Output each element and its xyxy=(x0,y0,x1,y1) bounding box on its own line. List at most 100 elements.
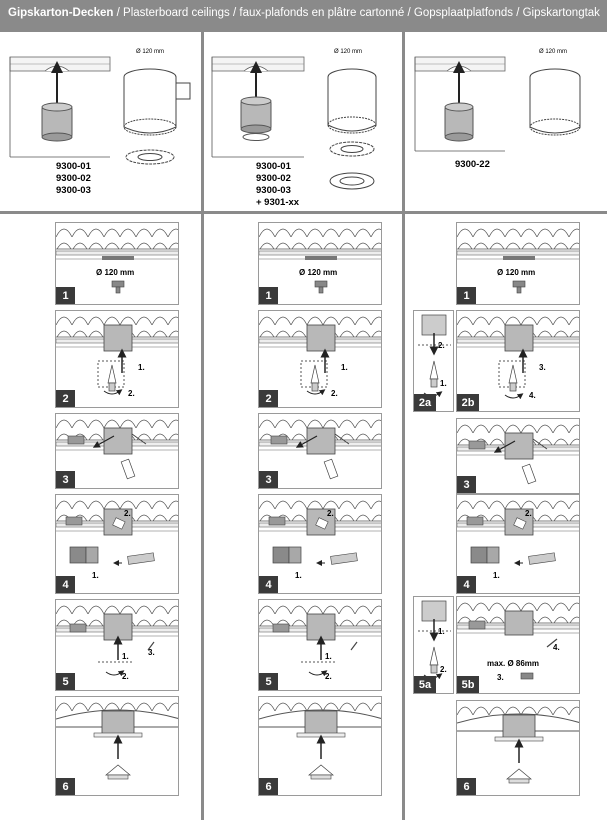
marker-3: 3. xyxy=(148,648,155,657)
step-2a-col3: 2. 1. 2a xyxy=(413,310,454,412)
page-header: Gipskarton-Decken / Plasterboard ceiling… xyxy=(0,0,607,32)
top-cell-2: Ø 120 mm 9300-01 9300-02 9300-03 + 9301-… xyxy=(204,35,402,211)
step-6-col2-drawing xyxy=(259,697,381,795)
product-code: 9300-01 xyxy=(256,161,291,172)
header-title-bold: Gipskarton-Decken xyxy=(8,7,114,19)
product-codes-2: 9300-01 9300-02 9300-03 + 9301-xx xyxy=(256,161,299,209)
step-1-col2: Ø 120 mm 1 xyxy=(258,222,382,305)
step-3-col3: 3 xyxy=(456,418,580,494)
marker-1: 1. xyxy=(122,652,129,661)
divider-v1 xyxy=(201,32,204,820)
step-5b-col3: 4. max. Ø 86mm 3. 5b xyxy=(456,596,580,694)
marker-2: 2. xyxy=(327,509,334,518)
marker-2: 2. xyxy=(325,672,332,681)
step-number-badge: 2 xyxy=(56,390,75,407)
product-code: 9300-03 xyxy=(256,185,291,196)
top-cell-1: Ø 120 mm 9300-01 9300-02 9300-03 xyxy=(0,35,201,211)
product-codes-3: 9300-22 xyxy=(455,159,490,171)
marker-4: 4. xyxy=(529,391,536,400)
step-number-badge: 6 xyxy=(457,778,476,795)
marker-1: 1. xyxy=(438,627,445,636)
product-code: + 9301-xx xyxy=(256,197,300,208)
step-2b-col3-drawing xyxy=(457,311,579,411)
marker-3: 3. xyxy=(539,363,546,372)
step-number-badge: 1 xyxy=(259,287,278,304)
max-diameter-label: max. Ø 86mm xyxy=(487,659,540,668)
step-2-col1-drawing xyxy=(56,311,178,407)
step-number-badge: 1 xyxy=(56,287,75,304)
product-codes-1: 9300-01 9300-02 9300-03 xyxy=(56,161,91,197)
step-2b-col3: 3. 4. 2b xyxy=(456,310,580,412)
marker-2: 2. xyxy=(331,389,338,398)
diameter-label: Ø 120 mm xyxy=(497,268,536,277)
step-6-col1-drawing xyxy=(56,697,178,795)
marker-1: 1. xyxy=(92,571,99,580)
step-number-badge: 5b xyxy=(457,676,479,693)
step-3-col2-drawing xyxy=(259,414,381,488)
step-3-col3-drawing xyxy=(457,419,579,493)
step-5-col2: 1. 2. 5 xyxy=(258,599,382,691)
step-6-col3: 6 xyxy=(456,700,580,796)
step-4-col3-drawing xyxy=(457,495,579,593)
step-6-col3-drawing xyxy=(457,701,579,795)
top-diameter-label-3: Ø 120 mm xyxy=(539,49,568,55)
step-3-col1: 3 xyxy=(55,413,179,489)
divider-h xyxy=(0,211,607,214)
marker-2: 2. xyxy=(124,509,131,518)
top-diameter-label-2: Ø 120 mm xyxy=(334,49,363,55)
product-code: 9300-01 xyxy=(56,161,91,172)
step-number-badge: 2a xyxy=(414,394,436,411)
step-number-badge: 5a xyxy=(414,676,436,693)
product-code: 9300-02 xyxy=(256,173,291,184)
step-number-badge: 3 xyxy=(56,471,75,488)
marker-1: 1. xyxy=(341,363,348,372)
top-cell-3-illustration xyxy=(414,56,581,152)
step-1-col2-drawing xyxy=(259,223,381,304)
top-cell-2-illustration xyxy=(211,56,377,190)
diameter-label: Ø 120 mm xyxy=(299,268,338,277)
step-number-badge: 4 xyxy=(457,576,476,593)
product-code: 9300-22 xyxy=(455,159,490,170)
marker-1: 1. xyxy=(440,379,447,388)
marker-1: 1. xyxy=(325,652,332,661)
step-number-badge: 3 xyxy=(259,471,278,488)
step-4-col1-drawing xyxy=(56,495,178,593)
step-number-badge: 2b xyxy=(457,394,479,411)
product-code: 9300-02 xyxy=(56,173,91,184)
step-4-col2: 2. 1. 4 xyxy=(258,494,382,594)
marker-1: 1. xyxy=(493,571,500,580)
marker-1: 1. xyxy=(138,363,145,372)
step-6-col2: 6 xyxy=(258,696,382,796)
step-5-col1: 1.2.3.5 xyxy=(55,599,179,691)
marker-2: 2. xyxy=(438,341,445,350)
step-number-badge: 1 xyxy=(457,287,476,304)
step-number-badge: 4 xyxy=(56,576,75,593)
marker-3: 3. xyxy=(497,673,504,682)
marker-2: 2. xyxy=(440,665,447,674)
top-diameter-label-1: Ø 120 mm xyxy=(136,49,165,55)
marker-4: 4. xyxy=(553,643,560,652)
step-number-badge: 5 xyxy=(56,673,75,690)
header-title-rest: / Plasterboard ceilings / faux-plafonds … xyxy=(113,7,600,19)
step-number-badge: 2 xyxy=(259,390,278,407)
step-3-col1-drawing xyxy=(56,414,178,488)
marker-1: 1. xyxy=(295,571,302,580)
step-1-col3-drawing xyxy=(457,223,579,304)
step-5-col2-drawing xyxy=(259,600,381,690)
step-4-col1: 2. 1. 4 xyxy=(55,494,179,594)
step-number-badge: 4 xyxy=(259,576,278,593)
step-number-badge: 6 xyxy=(259,778,278,795)
step-3-col2: 3 xyxy=(258,413,382,489)
step-number-badge: 6 xyxy=(56,778,75,795)
divider-v2 xyxy=(402,32,405,820)
step-2-col2: 1. 2. 2 xyxy=(258,310,382,408)
step-1-col1: Ø 120 mm 1 xyxy=(55,222,179,305)
product-code: 9300-03 xyxy=(56,185,91,196)
step-4-col3: 2. 1. 4 xyxy=(456,494,580,594)
step-2-col1: 1.2.2 xyxy=(55,310,179,408)
diameter-label: Ø 120 mm xyxy=(96,268,135,277)
step-6-col1: 6 xyxy=(55,696,179,796)
marker-2: 2. xyxy=(525,509,532,518)
step-number-badge: 5 xyxy=(259,673,278,690)
step-5-col1-drawing xyxy=(56,600,178,690)
